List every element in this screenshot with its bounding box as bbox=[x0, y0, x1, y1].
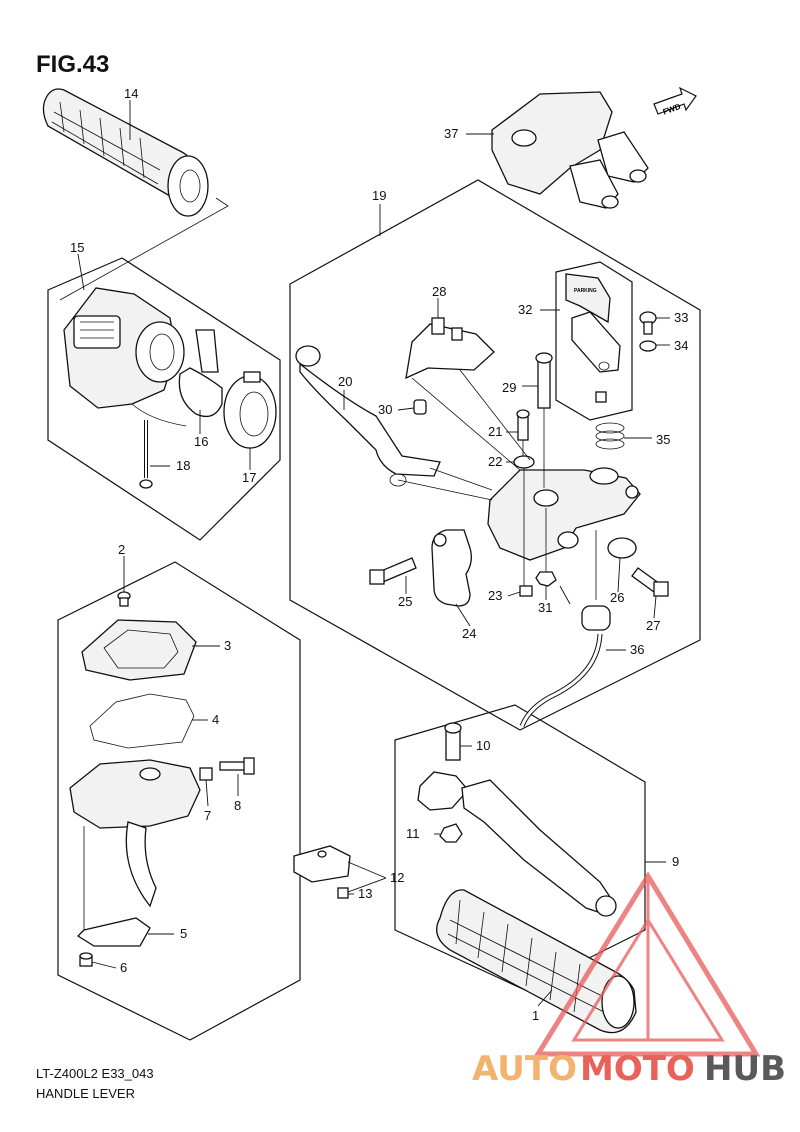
pin-part-30 bbox=[413, 399, 427, 415]
callout-24: 24 bbox=[462, 626, 476, 641]
watermark-logo: AUTO MOTO HUB bbox=[472, 871, 786, 1089]
cover-part-3 bbox=[81, 619, 197, 681]
callout-27: 27 bbox=[646, 618, 660, 633]
callout-33: 33 bbox=[674, 310, 688, 325]
callout-11: 11 bbox=[406, 826, 420, 841]
bolt-part-21 bbox=[516, 409, 530, 441]
washer-part-34 bbox=[639, 340, 657, 352]
callout-37: 37 bbox=[444, 126, 458, 141]
callout-20: 20 bbox=[338, 374, 352, 389]
callout-35: 35 bbox=[656, 432, 670, 447]
callout-36: 36 bbox=[630, 642, 644, 657]
bolt-part-25 bbox=[369, 557, 417, 585]
callout-6: 6 bbox=[120, 960, 127, 975]
cover-part-37 bbox=[491, 91, 649, 209]
watermark-auto: AUTO bbox=[472, 1049, 577, 1089]
callout-21: 21 bbox=[488, 424, 502, 439]
switch-part-36 bbox=[519, 585, 611, 728]
callout-1: 1 bbox=[532, 1008, 539, 1023]
callout-28: 28 bbox=[432, 284, 446, 299]
screw-part-2 bbox=[117, 591, 131, 607]
adjuster-part-27 bbox=[631, 567, 669, 597]
gasket-part-4 bbox=[89, 693, 195, 749]
group-box-9-brake-lever bbox=[394, 704, 646, 991]
callout-30: 30 bbox=[378, 402, 392, 417]
warning-triangle-icon bbox=[533, 871, 761, 1057]
screw-part-18 bbox=[139, 420, 153, 489]
callout-7: 7 bbox=[204, 808, 211, 823]
fwd-arrow-icon: FWD bbox=[653, 86, 697, 117]
callout-13: 13 bbox=[358, 886, 372, 901]
switch-part-12 bbox=[293, 845, 351, 883]
callout-2: 2 bbox=[118, 542, 125, 557]
callout-32: 32 bbox=[518, 302, 532, 317]
nut-part-23 bbox=[519, 585, 533, 597]
grip-part-14 bbox=[42, 88, 209, 217]
callout-19: 19 bbox=[372, 188, 386, 203]
spring-part-35 bbox=[595, 422, 625, 450]
grip-divider-line bbox=[59, 197, 229, 301]
screw-part-33 bbox=[639, 311, 657, 335]
lever-part-20 bbox=[295, 345, 441, 487]
watermark-hub: HUB bbox=[704, 1049, 786, 1089]
callout-34: 34 bbox=[674, 338, 688, 353]
bracket-brake bbox=[417, 771, 469, 811]
nut-part-7 bbox=[199, 767, 213, 781]
washer-part-22 bbox=[513, 455, 535, 469]
group-box-19-lever-assembly bbox=[289, 179, 701, 731]
bolt-part-6 bbox=[79, 952, 93, 967]
switch-part-15 bbox=[63, 287, 187, 427]
callout-22: 22 bbox=[488, 454, 502, 469]
callout-25: 25 bbox=[398, 594, 412, 609]
callout-16: 16 bbox=[194, 434, 208, 449]
clamp-part-16 bbox=[178, 329, 223, 418]
parking-lock-part-32: PARKING bbox=[555, 261, 633, 421]
clamp-part-24 bbox=[431, 529, 472, 607]
callout-10: 10 bbox=[476, 738, 490, 753]
collar-part-17 bbox=[223, 371, 277, 449]
callout-labels: 14 15 16 17 18 37 19 28 32 33 34 35 29 2… bbox=[70, 86, 688, 1023]
assembly-guide-lines bbox=[397, 369, 597, 600]
callout-29: 29 bbox=[502, 380, 516, 395]
grip-part-1 bbox=[436, 889, 637, 1034]
nut-part-11 bbox=[439, 823, 463, 843]
group-box-switch-assembly bbox=[47, 257, 281, 541]
group-box-throttle-case bbox=[57, 561, 301, 1041]
callout-31: 31 bbox=[538, 600, 552, 615]
callout-12: 12 bbox=[390, 870, 404, 885]
nut-part-31 bbox=[535, 571, 557, 587]
screw-part-8 bbox=[219, 757, 255, 775]
callout-3: 3 bbox=[224, 638, 231, 653]
screw-part-13 bbox=[337, 887, 349, 899]
figure-title: FIG.43 bbox=[36, 51, 109, 78]
bolt-part-10 bbox=[444, 722, 462, 761]
callout-9: 9 bbox=[672, 854, 679, 869]
parking-label: PARKING bbox=[574, 288, 597, 294]
callout-8: 8 bbox=[234, 798, 241, 813]
throttle-case-body bbox=[69, 759, 201, 930]
lever-holder bbox=[487, 467, 641, 561]
callout-26: 26 bbox=[610, 590, 624, 605]
plate-part-5 bbox=[76, 917, 151, 947]
callout-5: 5 bbox=[180, 926, 187, 941]
model-code: LT-Z400L2 E33_043 bbox=[36, 1066, 154, 1081]
callout-4: 4 bbox=[212, 712, 219, 727]
callout-18: 18 bbox=[176, 458, 190, 473]
section-name: HANDLE LEVER bbox=[36, 1086, 135, 1101]
callout-14: 14 bbox=[124, 86, 138, 101]
callout-15: 15 bbox=[70, 240, 84, 255]
leader-lines bbox=[77, 100, 670, 1007]
callout-23: 23 bbox=[488, 588, 502, 603]
bolt-part-29 bbox=[535, 352, 553, 409]
bracket-part-28 bbox=[405, 317, 495, 380]
brake-lever bbox=[461, 779, 617, 917]
callout-17: 17 bbox=[242, 470, 256, 485]
ring-part-26 bbox=[607, 537, 637, 559]
watermark-moto: MOTO bbox=[580, 1049, 695, 1089]
